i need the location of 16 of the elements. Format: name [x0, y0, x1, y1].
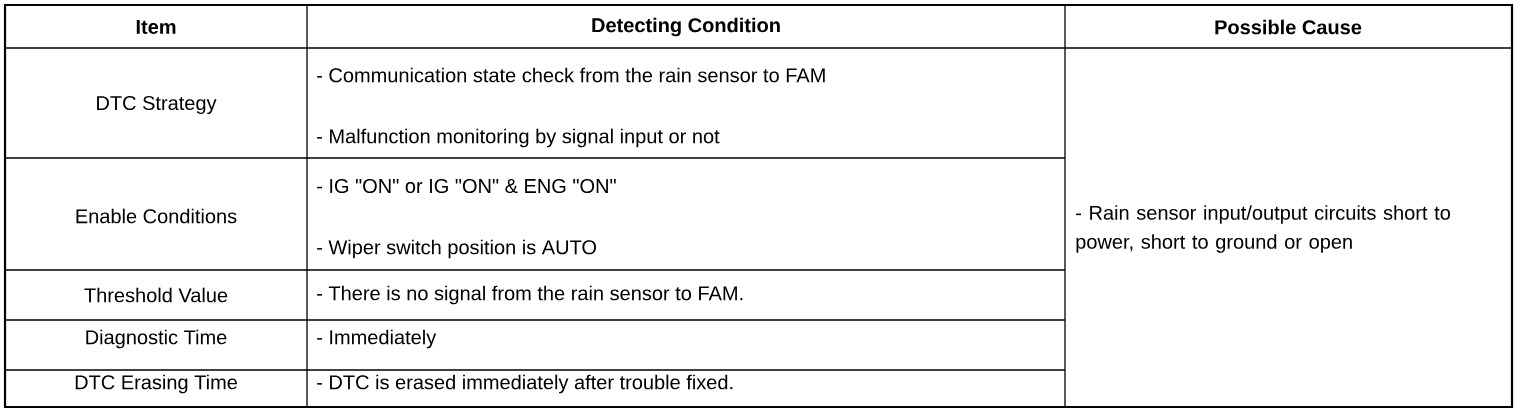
table-cell: Threshold Value — [84, 287, 228, 303]
table-cell: - Malfunction monitoring by signal input or not — [317, 128, 720, 148]
table-cell: - Rain sensor input/output circuits short to power, short to ground or open — [1076, 205, 1450, 253]
table-cell: DTC Erasing Time — [75, 374, 237, 394]
table-cell: DTC Strategy — [97, 95, 217, 115]
column-header: Possible Cause — [1215, 19, 1362, 35]
table-cell: - Wiper switch position is AUTO — [317, 239, 597, 259]
table-cell: - Communication state check from the rain sensor to FAM — [317, 67, 825, 83]
table-cell: - DTC is erased immediately after trouble fixed. — [317, 374, 733, 394]
table-cell: - There is no signal from the rain sensor to FAM. — [317, 285, 743, 305]
table-cell: Enable Conditions — [76, 208, 237, 224]
column-header: Item — [136, 20, 176, 34]
table-cell: - Immediately — [317, 329, 437, 349]
table-cell: - IG "ON" or IG "ON" & ENG "ON" — [317, 178, 616, 194]
column-header: Detecting Condition — [592, 17, 780, 37]
table-cell: Diagnostic Time — [86, 329, 227, 349]
